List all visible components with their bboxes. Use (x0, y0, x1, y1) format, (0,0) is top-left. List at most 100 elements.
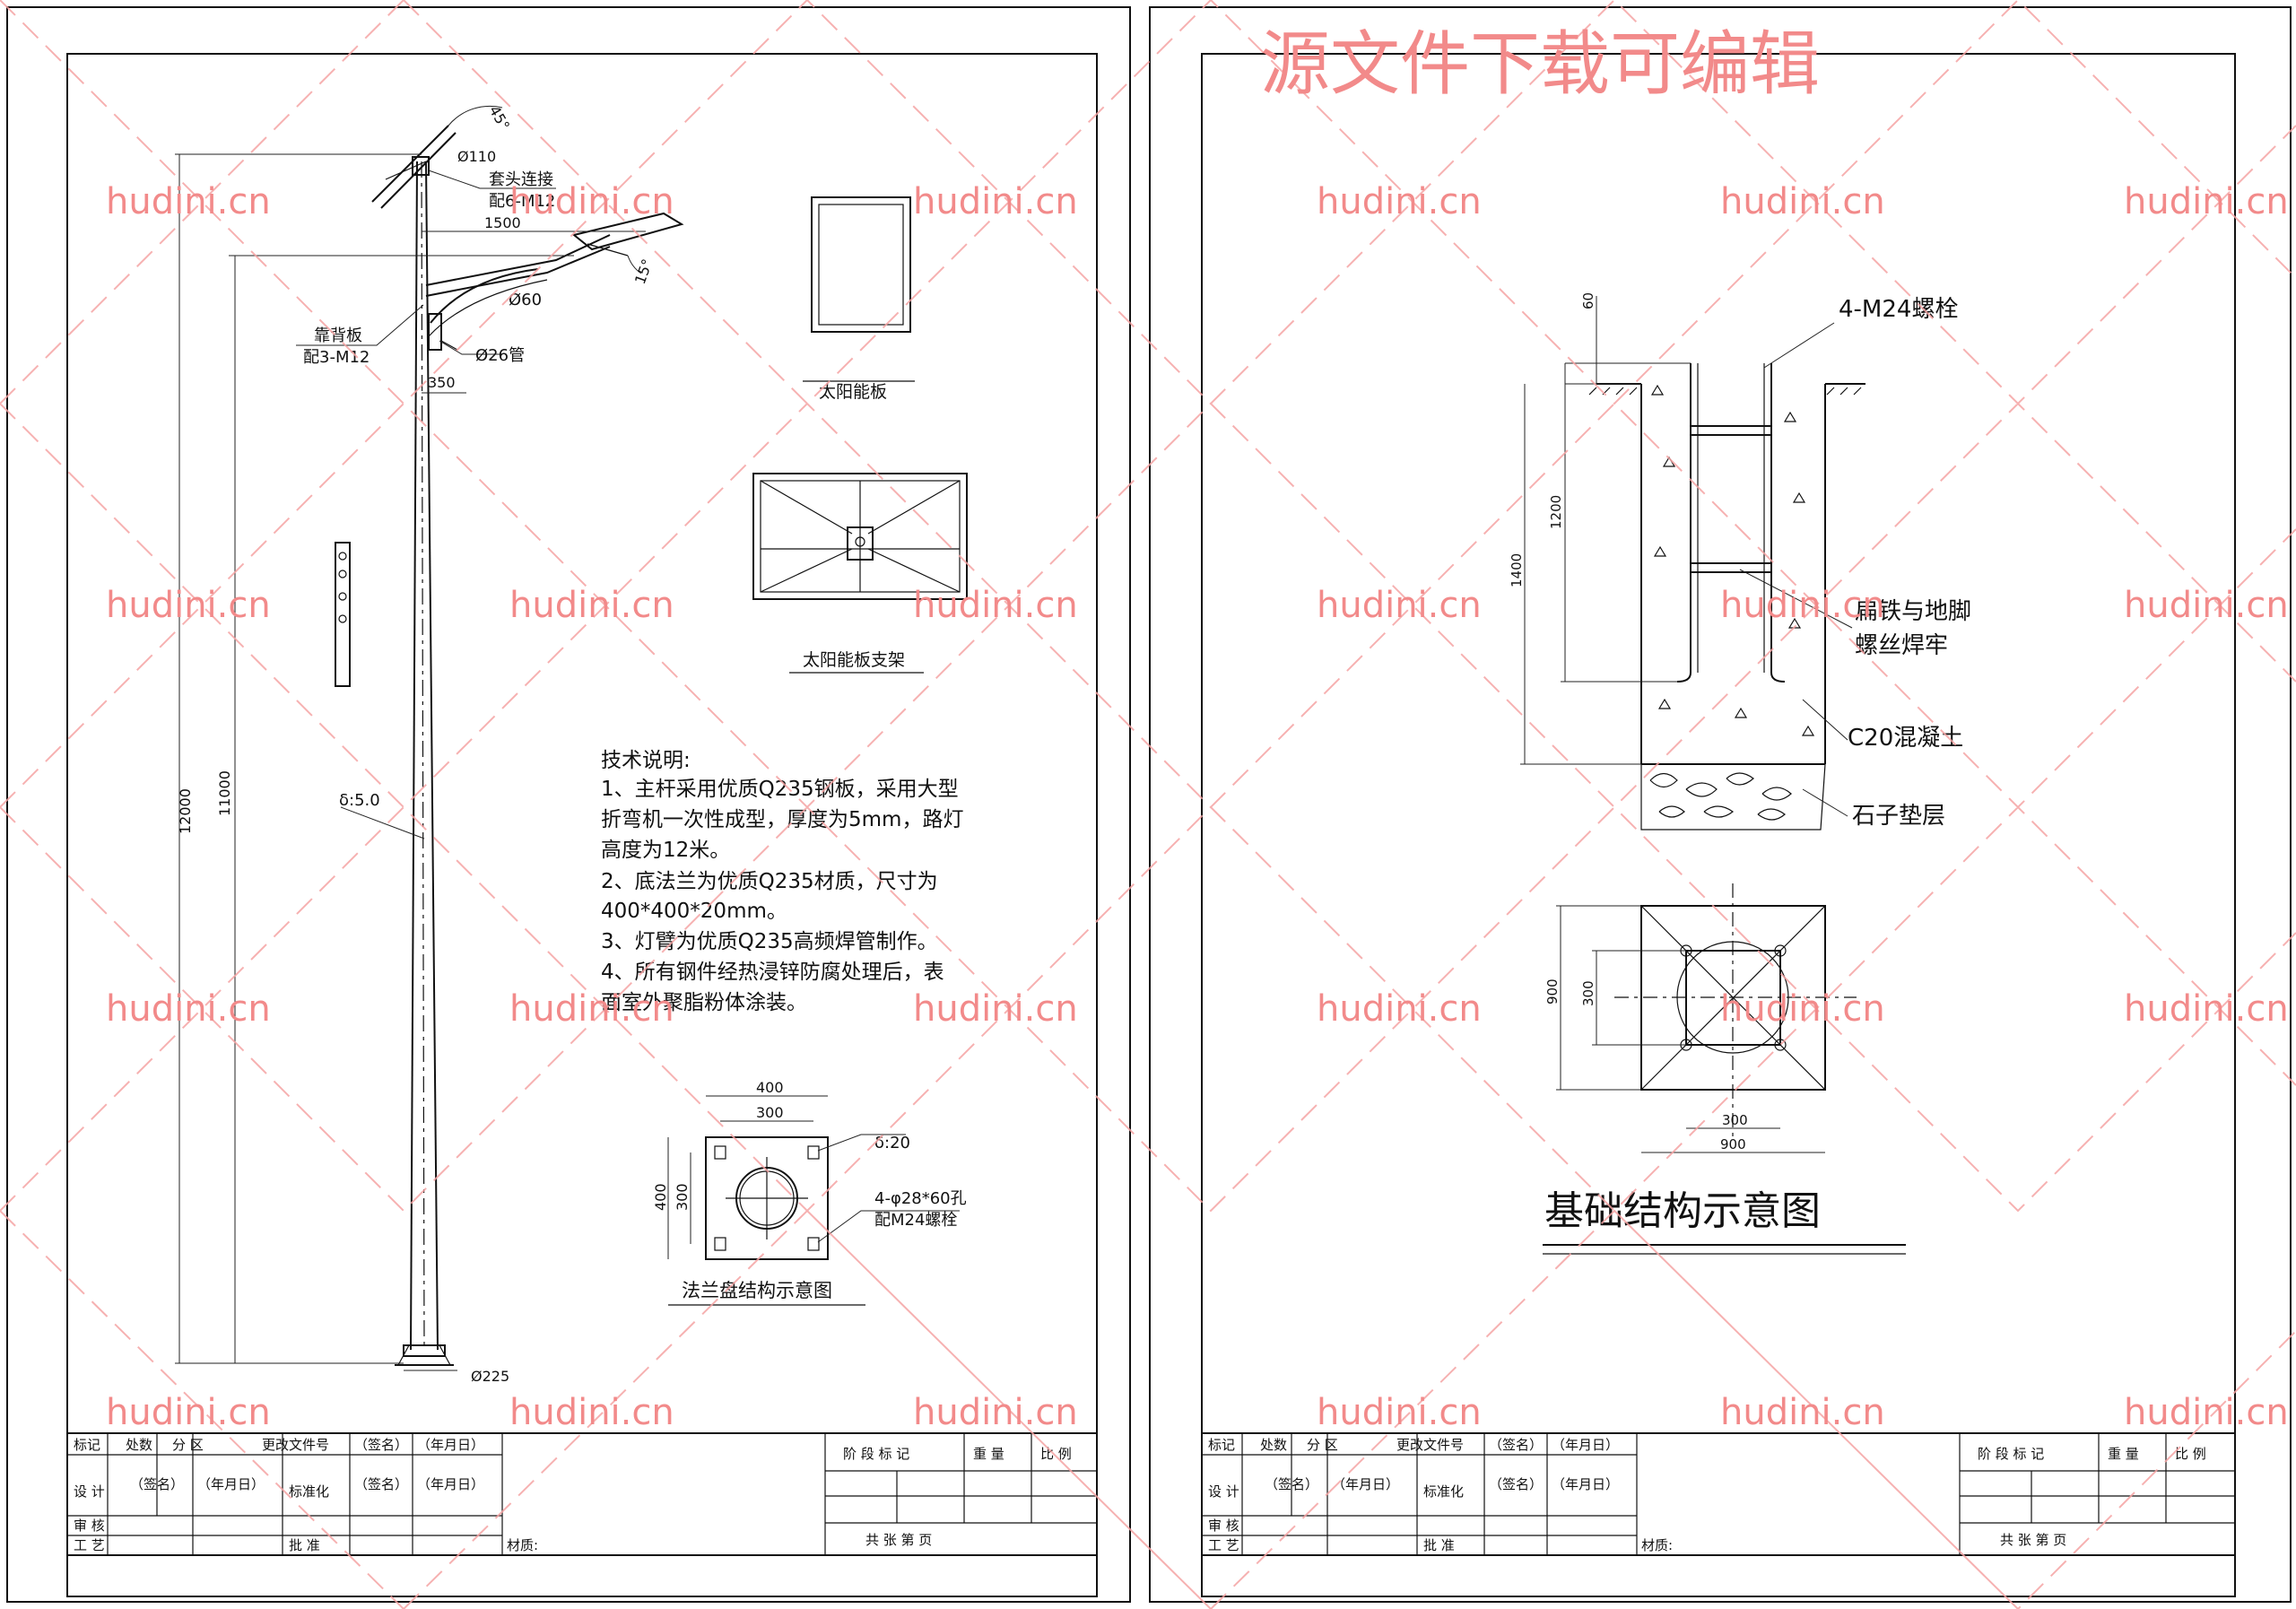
angle-top-label: 45° (486, 103, 514, 134)
tech-line-3: 高度为12米。 (601, 839, 730, 862)
tb-standard: 标准化 (289, 1483, 329, 1500)
rtb-design-sign: （签名） (1265, 1476, 1318, 1492)
plan-dim-900-v: 900 (1544, 978, 1561, 1005)
rtb-weight: 重 量 (2108, 1446, 2139, 1462)
editable-banner: 源文件下载可编辑 (1260, 24, 1820, 105)
watermark-15: hudini.cn (913, 988, 1078, 1030)
tb-date: （年月日） (417, 1437, 484, 1453)
right-title-block: 标记 处数 分 区 更改文件号 （签名） （年月日） 设 计 （签名） （年月日… (1201, 1432, 2236, 1556)
tb-count: 处数 (126, 1437, 152, 1453)
lamp-angle-label: 15° (631, 257, 657, 286)
tech-line-6: 3、灯臂为优质Q235高频焊管制作。 (601, 930, 938, 953)
watermark-16: hudini.cn (1317, 988, 1482, 1030)
tb-sign: （签名） (354, 1437, 408, 1453)
top-diameter-label: Ø110 (457, 148, 496, 165)
tb-design-sign: （签名） (130, 1476, 184, 1492)
street-light-pole (175, 105, 684, 1371)
watermark-1: hudini.cn (106, 181, 271, 222)
rtb-count: 处数 (1260, 1437, 1287, 1453)
brace-pipe-label: Ø26管 (475, 346, 525, 365)
weld-note-line2: 螺丝焊牢 (1855, 632, 1948, 659)
tb-weight: 重 量 (973, 1446, 1004, 1462)
back-plate-bolts-label: 配3-M12 (303, 348, 370, 367)
tb-mark: 标记 (74, 1437, 100, 1453)
watermark-texts: hudini.cn hudini.cn hudini.cn hudini.cn … (106, 181, 2289, 1433)
watermark-19: hudini.cn (106, 1392, 271, 1433)
flange-inner-height: 300 (674, 1183, 691, 1211)
rtb-change-doc: 更改文件号 (1396, 1437, 1464, 1453)
watermark-4: hudini.cn (1317, 181, 1482, 222)
tech-line-7: 4、所有钢件经热浸锌防腐处理后，表 (601, 961, 944, 984)
wall-thickness-label: δ:5.0 (339, 791, 380, 810)
rtb-standard: 标准化 (1423, 1483, 1464, 1500)
tb-scale: 比 例 (1040, 1446, 1072, 1462)
watermark-14: hudini.cn (509, 988, 674, 1030)
tb-sheets: 共 张 第 页 (865, 1532, 932, 1548)
rtb-design: 设 计 (1208, 1483, 1239, 1500)
rtb-mark: 标记 (1208, 1437, 1235, 1453)
dim-60: 60 (1580, 292, 1596, 309)
tb-zone: 分 区 (172, 1437, 204, 1453)
flange-outer-width: 400 (756, 1079, 784, 1096)
tb-change-doc: 更改文件号 (262, 1437, 329, 1453)
plan-dim-300-h: 300 (1722, 1112, 1748, 1128)
watermark-7: hudini.cn (106, 585, 271, 626)
weld-note-line1: 扁铁与地脚 (1855, 598, 1971, 625)
base-diameter-label: Ø225 (471, 1368, 509, 1385)
sleeve-connection-label: 套头连接 (489, 170, 553, 189)
rtb-std-sign: （签名） (1489, 1476, 1543, 1492)
tb-std-date: （年月日） (417, 1476, 484, 1492)
watermark-9: hudini.cn (913, 585, 1078, 626)
rtb-date: （年月日） (1552, 1437, 1619, 1453)
watermark-8: hudini.cn (509, 585, 674, 626)
rtb-sheets: 共 张 第 页 (2000, 1532, 2066, 1548)
dim-1200: 1200 (1548, 495, 1564, 529)
arm-length-label: 1500 (484, 214, 521, 231)
tb-review: 审 核 (74, 1518, 105, 1534)
flange-thickness: δ:20 (874, 1134, 910, 1152)
rtb-std-date: （年月日） (1552, 1476, 1619, 1492)
tb-material: 材质: (507, 1537, 538, 1553)
rtb-design-date: （年月日） (1332, 1476, 1399, 1492)
plan-dim-900-h: 900 (1720, 1136, 1746, 1152)
rtb-approve: 批 准 (1423, 1537, 1455, 1553)
flange-outer-height: 400 (652, 1183, 669, 1211)
dim-1400: 1400 (1509, 553, 1525, 587)
rtb-sign: （签名） (1489, 1437, 1543, 1453)
flange-inner-width: 300 (756, 1104, 784, 1121)
watermark-21: hudini.cn (913, 1392, 1078, 1433)
watermark-23: hudini.cn (1720, 1392, 1885, 1433)
total-height-label: 12000 (177, 788, 194, 834)
watermark-24: hudini.cn (2124, 1392, 2289, 1433)
tb-std-sign: （签名） (354, 1476, 408, 1492)
flange-title: 法兰盘结构示意图 (682, 1280, 832, 1301)
sleeve-bolts-label: 配6-M12 (489, 192, 555, 211)
tb-process: 工 艺 (74, 1537, 105, 1553)
pole-labels: 45° Ø110 套头连接 配6-M12 1500 15° Ø60 靠背板 配3… (177, 103, 656, 1386)
rtb-review: 审 核 (1208, 1518, 1239, 1534)
tech-line-4: 2、底法兰为优质Q235材质，尺寸为 (601, 870, 938, 893)
brace-length-label: 350 (428, 374, 456, 391)
technical-notes: 技术说明: 1、主杆采用优质Q235钢板，采用大型 折弯机一次性成型，厚度为5m… (601, 749, 963, 1014)
watermark-22: hudini.cn (1317, 1392, 1482, 1433)
anchor-bolts-label: 4-M24螺栓 (1839, 296, 1958, 323)
watermark-12: hudini.cn (2124, 585, 2289, 626)
watermark-10: hudini.cn (1317, 585, 1482, 626)
solar-panel-bracket-detail: 太阳能板支架 (752, 473, 968, 674)
foundation-labels: 4-M24螺栓 60 1200 1400 扁铁与地脚 螺丝焊牢 C20混凝土 石… (1509, 292, 1971, 830)
tech-line-2: 折弯机一次性成型，厚度为5mm，路灯 (601, 808, 963, 831)
foundation-plan: 900 300 300 900 (1544, 883, 1857, 1153)
rtb-material: 材质: (1641, 1537, 1673, 1553)
watermark-3: hudini.cn (913, 181, 1078, 222)
solar-panel-label: 太阳能板 (819, 382, 887, 402)
tech-title: 技术说明: (601, 749, 691, 772)
rtb-zone: 分 区 (1307, 1437, 1338, 1453)
tb-approve: 批 准 (289, 1537, 320, 1553)
flange-detail: 400 300 400 300 δ:20 4-φ28*60孔 配M24螺栓 法兰… (652, 1079, 967, 1306)
foundation-section (1520, 296, 1866, 831)
foundation-title: 基础结构示意图 (1544, 1188, 1821, 1234)
back-plate-label: 靠背板 (314, 326, 362, 345)
arm-diameter-label: Ø60 (509, 291, 542, 309)
